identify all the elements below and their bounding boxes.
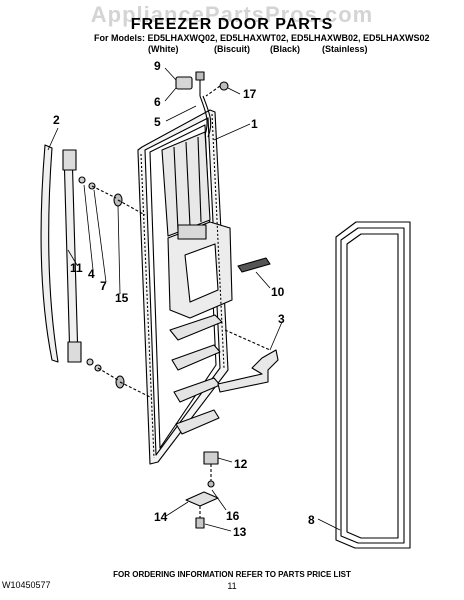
variant-biscuit: (Biscuit) bbox=[214, 44, 250, 54]
callout-7: 7 bbox=[100, 279, 107, 293]
callout-15: 15 bbox=[115, 291, 129, 305]
top-hinge-parts bbox=[175, 71, 229, 138]
callout-16: 16 bbox=[226, 509, 240, 523]
callout-9: 9 bbox=[154, 59, 161, 73]
leader-lines bbox=[47, 67, 341, 532]
callout-6: 6 bbox=[154, 95, 161, 109]
page-title: FREEZER DOOR PARTS bbox=[130, 16, 334, 33]
callout-13: 13 bbox=[233, 525, 247, 539]
dispenser-handle-part bbox=[217, 329, 279, 393]
door-panel-part bbox=[137, 109, 233, 465]
callout-2: 2 bbox=[53, 113, 60, 127]
callout-1: 1 bbox=[251, 117, 258, 131]
handle-mount-part bbox=[62, 149, 82, 363]
fastener-parts bbox=[78, 176, 153, 399]
callout-14: 14 bbox=[154, 510, 168, 524]
callout-10: 10 bbox=[271, 285, 285, 299]
callout-5: 5 bbox=[154, 115, 161, 129]
callout-11: 11 bbox=[70, 261, 83, 275]
variant-white: (White) bbox=[148, 44, 179, 54]
models-line: For Models: ED5LHAXWQ02, ED5LHAXWT02, ED… bbox=[94, 33, 430, 43]
document-number: W10450577 bbox=[2, 580, 51, 590]
callout-4: 4 bbox=[88, 267, 95, 281]
variant-stainless: (Stainless) bbox=[322, 44, 368, 54]
variant-black: (Black) bbox=[270, 44, 301, 54]
watermark: AppliancePartsPros.com bbox=[90, 2, 374, 27]
bottom-hinge-parts bbox=[185, 451, 219, 529]
tape-strip-part bbox=[237, 257, 271, 273]
callout-17: 17 bbox=[243, 87, 257, 101]
handle-bar-part bbox=[40, 144, 59, 363]
callout-12: 12 bbox=[234, 457, 248, 471]
ordering-note: FOR ORDERING INFORMATION REFER TO PARTS … bbox=[113, 570, 351, 579]
callout-3: 3 bbox=[278, 312, 285, 326]
page-number: 11 bbox=[227, 581, 237, 591]
callout-8: 8 bbox=[308, 513, 315, 527]
door-gasket-part bbox=[335, 221, 411, 549]
